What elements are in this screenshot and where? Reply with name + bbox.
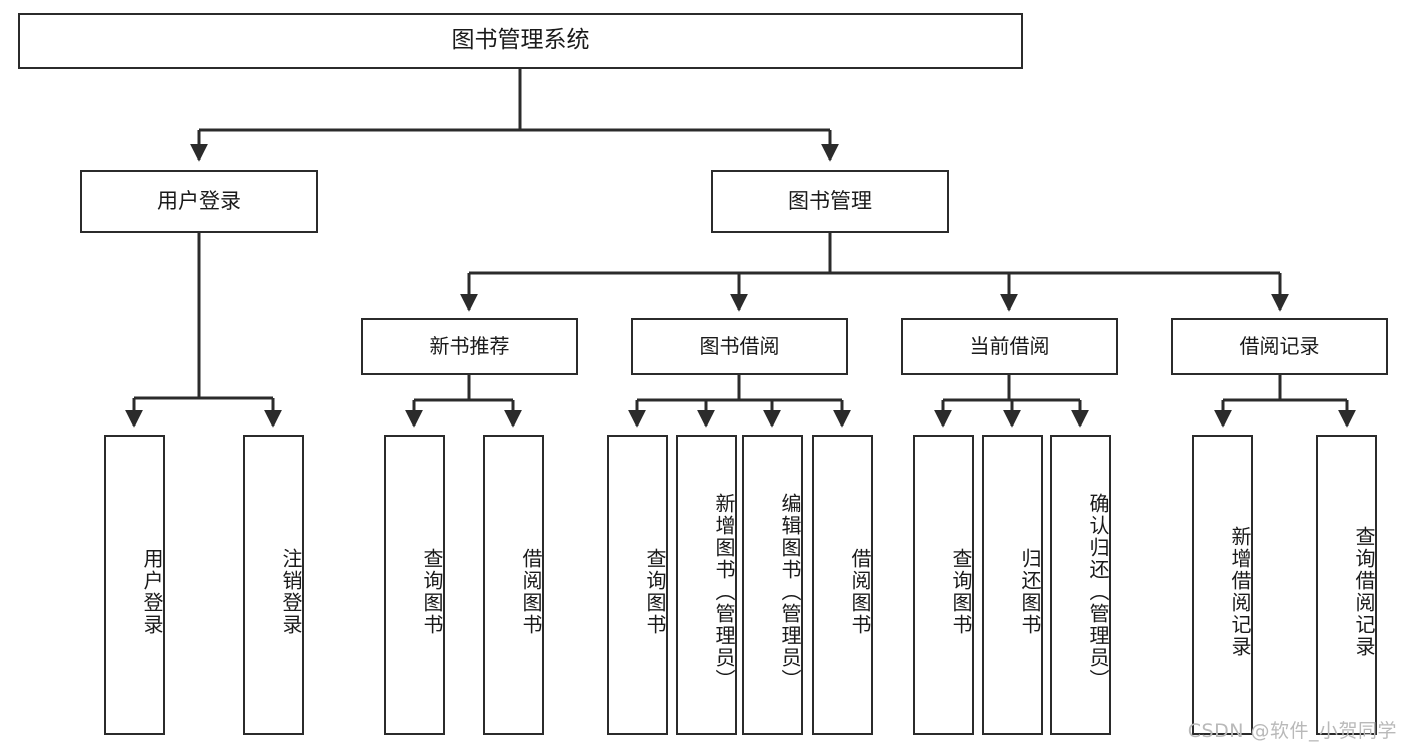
leaf-logout[interactable]: 注销登录 [243, 435, 304, 735]
node-label: 归还图书 [1018, 548, 1042, 636]
node-root-system[interactable]: 图书管理系统 [18, 13, 1023, 69]
node-label: 查询借阅记录 [1352, 526, 1376, 658]
node-label: 确认归还（管理员） [1086, 493, 1110, 691]
leaf-current-confirm-return-admin[interactable]: 确认归还（管理员） [1050, 435, 1111, 735]
node-book-borrow[interactable]: 图书借阅 [631, 318, 848, 375]
leaf-current-return-book[interactable]: 归还图书 [982, 435, 1043, 735]
node-label: 用户登录 [140, 548, 164, 636]
node-current-borrow[interactable]: 当前借阅 [901, 318, 1118, 375]
node-label: 注销登录 [279, 548, 303, 636]
node-label: 查询图书 [949, 548, 973, 636]
watermark-text: CSDN @软件_小贺同学 [1187, 720, 1397, 742]
leaf-borrow-add-book-admin[interactable]: 新增图书（管理员） [676, 435, 737, 735]
node-label: 借阅记录 [1239, 333, 1320, 358]
node-user-login[interactable]: 用户登录 [80, 170, 318, 233]
leaf-borrow-search-book[interactable]: 查询图书 [607, 435, 668, 735]
leaf-record-search-record[interactable]: 查询借阅记录 [1316, 435, 1377, 735]
node-label: 当前借阅 [969, 333, 1050, 358]
node-label: 图书管理系统 [451, 27, 590, 54]
node-new-book-recommend[interactable]: 新书推荐 [361, 318, 578, 375]
leaf-borrow-edit-book-admin[interactable]: 编辑图书（管理员） [742, 435, 803, 735]
node-label: 用户登录 [157, 189, 241, 214]
leaf-user-login[interactable]: 用户登录 [104, 435, 165, 735]
node-book-management[interactable]: 图书管理 [711, 170, 949, 233]
node-label: 查询图书 [420, 548, 444, 636]
node-label: 新增图书（管理员） [712, 493, 736, 691]
leaf-borrow-borrow-book[interactable]: 借阅图书 [812, 435, 873, 735]
leaf-recommend-borrow-book[interactable]: 借阅图书 [483, 435, 544, 735]
node-label: 借阅图书 [848, 548, 872, 636]
node-borrow-record[interactable]: 借阅记录 [1171, 318, 1388, 375]
node-label: 图书管理 [788, 189, 872, 214]
node-label: 新书推荐 [429, 333, 510, 358]
node-label: 借阅图书 [519, 548, 543, 636]
node-label: 编辑图书（管理员） [778, 493, 802, 691]
leaf-record-add-record[interactable]: 新增借阅记录 [1192, 435, 1253, 735]
leaf-current-search-book[interactable]: 查询图书 [913, 435, 974, 735]
node-label: 查询图书 [643, 548, 667, 636]
leaf-recommend-search-book[interactable]: 查询图书 [384, 435, 445, 735]
node-label: 图书借阅 [699, 333, 780, 358]
node-label: 新增借阅记录 [1228, 526, 1252, 658]
